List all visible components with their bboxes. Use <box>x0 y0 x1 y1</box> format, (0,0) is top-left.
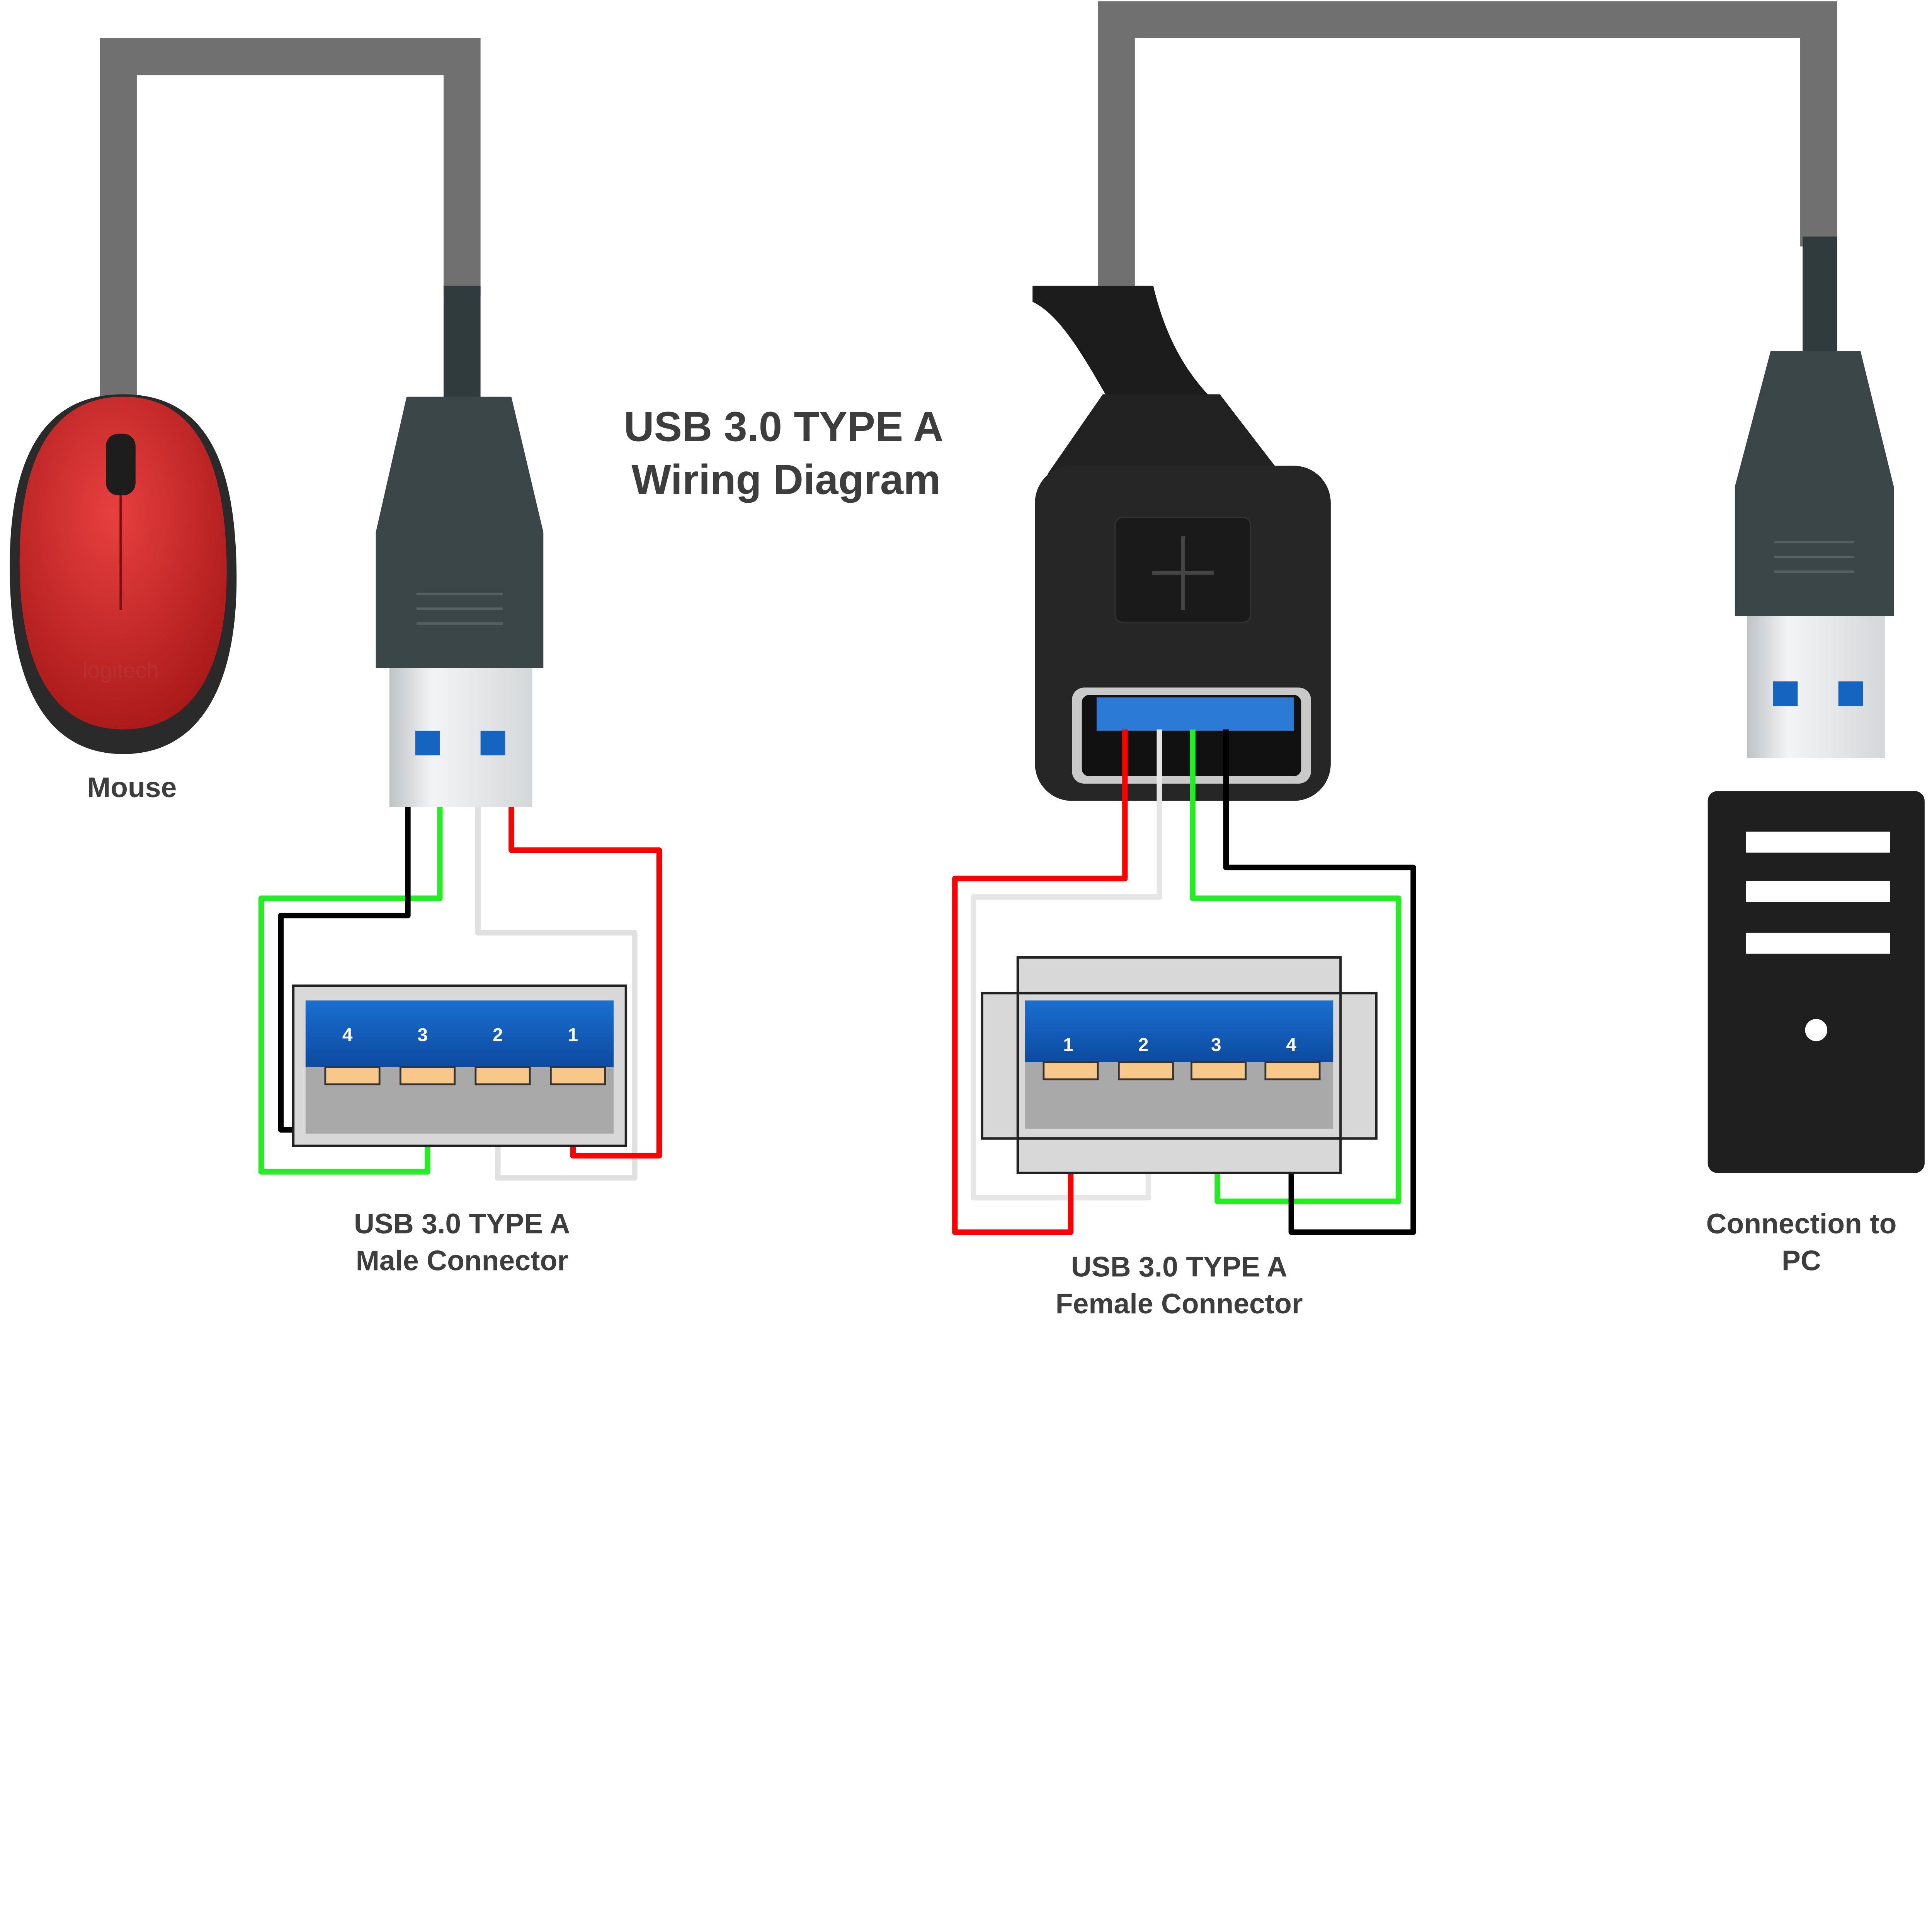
pc-label-line1: Connection to <box>1706 1208 1897 1240</box>
female-pin-label: 1 <box>1063 1035 1073 1055</box>
wire-white-female <box>970 729 1162 1201</box>
diagram-title-line2: Wiring Diagram <box>631 456 940 503</box>
wire-red-female <box>952 729 1128 1235</box>
female-usb-plug <box>1032 286 1331 801</box>
pc-tower-icon <box>1708 791 1925 1173</box>
male-pin-label: 2 <box>493 1025 503 1046</box>
usb-blue-contact-icon <box>1838 681 1863 706</box>
male-pin-label: 1 <box>568 1025 578 1046</box>
female-pin-label: 4 <box>1286 1035 1297 1055</box>
mouse-image: logitech <box>10 394 237 754</box>
mouse-logo: logitech <box>83 658 159 683</box>
usb-wiring-diagram: logitech Mouse USB 3.0 TYPE A Wiring Dia… <box>10 1 1925 1320</box>
pc-label-line2: PC <box>1782 1245 1821 1277</box>
pc-usb-plug <box>1735 351 1894 758</box>
male-usb-plug <box>376 396 544 807</box>
female-pin-label: 3 <box>1211 1035 1221 1055</box>
wire-black-female <box>1223 729 1416 1235</box>
male-pin-label: 4 <box>342 1025 353 1046</box>
diagram-canvas: logitech Mouse USB 3.0 TYPE A Wiring Dia… <box>10 1 1925 1320</box>
female-connector-label-line1: USB 3.0 TYPE A <box>1071 1251 1287 1283</box>
diagram-title-line1: USB 3.0 TYPE A <box>624 403 943 450</box>
wire-green-female <box>1190 729 1401 1204</box>
power-button-icon <box>1805 1019 1827 1041</box>
female-connector-label-line2: Female Connector <box>1056 1288 1303 1320</box>
mouse-label: Mouse <box>87 772 177 803</box>
usb-trident-icon <box>1152 536 1214 610</box>
male-connector-pinout: 4 3 2 1 <box>292 984 628 1147</box>
male-connector-label-line2: Male Connector <box>356 1245 568 1277</box>
male-pin-label: 3 <box>417 1025 428 1046</box>
usb-blue-contact-icon <box>480 730 505 755</box>
wire-green-male <box>258 807 443 1175</box>
usb-blue-contact-icon <box>415 730 440 755</box>
wire-white-male <box>475 807 638 1181</box>
male-connector-label-line1: USB 3.0 TYPE A <box>354 1208 570 1240</box>
mouse-cable <box>100 38 481 407</box>
female-connector-pinout: 1 2 3 4 <box>981 956 1378 1174</box>
female-pin-label: 2 <box>1138 1035 1149 1055</box>
scroll-wheel-icon <box>106 434 136 495</box>
pc-cable <box>1098 1 1837 354</box>
usb-blue-contact-icon <box>1773 681 1798 706</box>
